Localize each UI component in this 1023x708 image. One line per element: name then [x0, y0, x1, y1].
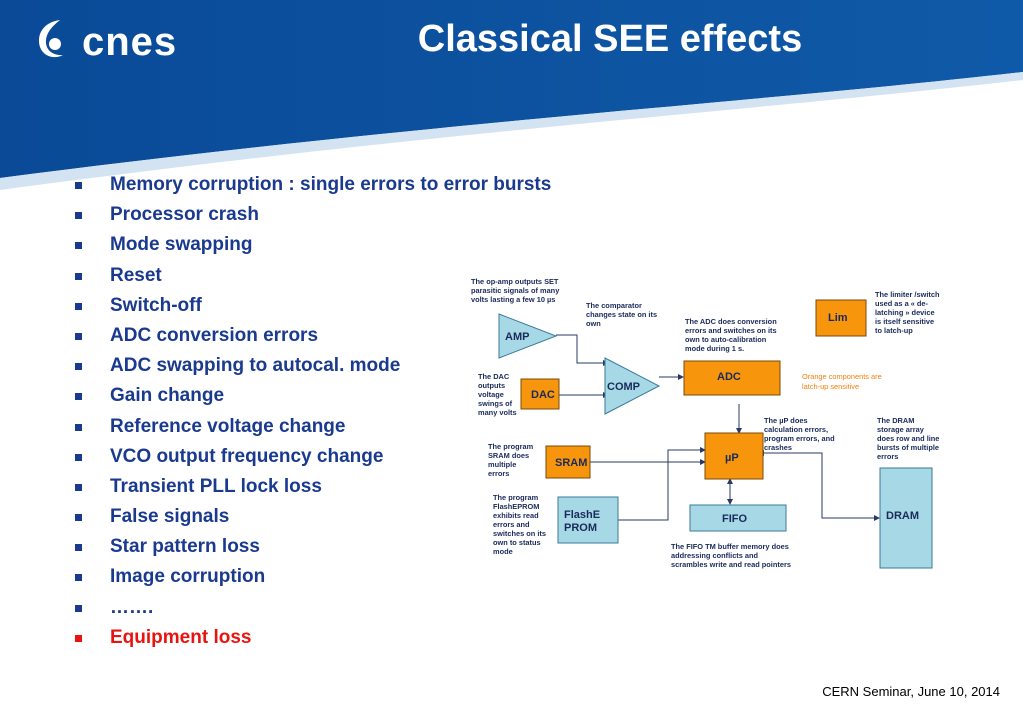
- flasheprom-label-line1: FlashE: [564, 509, 600, 521]
- flasheprom-label-line2: PROM: [564, 522, 597, 534]
- bullet-list: Memory corruption : single errors to err…: [70, 172, 551, 655]
- arrow-up-icon: [727, 478, 733, 484]
- bullet-item: Star pattern loss: [70, 534, 551, 564]
- sram-label: SRAM: [555, 457, 587, 469]
- dram-label: DRAM: [886, 510, 919, 522]
- bullet-text: False signals: [110, 506, 230, 528]
- lim-label: Lim: [828, 312, 848, 324]
- bullet-square-icon: [75, 332, 82, 340]
- bullet-item: VCO output frequency change: [70, 444, 551, 474]
- bullet-item: Gain change: [70, 383, 551, 413]
- note-comparator: The comparator changes state on its own: [586, 301, 659, 328]
- fifo-block: [689, 504, 787, 532]
- bullet-item: Reference voltage change: [70, 414, 551, 444]
- bullet-square-icon: [75, 574, 82, 582]
- bullet-square-icon: [75, 453, 82, 461]
- lim-block: [815, 299, 867, 337]
- bullet-square-icon: [75, 393, 82, 401]
- comp-label: COMP: [607, 381, 640, 393]
- bullet-item: Processor crash: [70, 202, 551, 232]
- bullet-text: ADC swapping to autocal. mode: [110, 355, 401, 377]
- header-background: [0, 0, 1023, 190]
- bullet-square-icon: [75, 212, 82, 220]
- bullet-text: Switch-off: [110, 294, 202, 316]
- bullet-text: Reference voltage change: [110, 415, 346, 437]
- adc-label: ADC: [717, 371, 741, 383]
- bullet-text: VCO output frequency change: [110, 445, 384, 467]
- bullet-text: ADC conversion errors: [110, 324, 319, 346]
- bullet-item: Reset: [70, 263, 551, 293]
- bullet-text: Reset: [110, 264, 162, 286]
- arrow-right-icon: [700, 459, 706, 465]
- sram-block: [545, 445, 591, 479]
- bullet-square-icon: [75, 634, 82, 642]
- microprocessor-block: [704, 432, 764, 480]
- dram-block: [879, 467, 933, 569]
- footer-text: CERN Seminar, June 10, 2014: [822, 684, 1000, 699]
- dac-label: DAC: [531, 389, 555, 401]
- bullet-text: Processor crash: [110, 204, 259, 226]
- note-limiter: The limiter /switch used as a « de- latc…: [875, 290, 942, 335]
- bullet-square-icon: [75, 514, 82, 522]
- flasheprom-block: [557, 496, 619, 544]
- bullet-square-icon: [75, 363, 82, 371]
- page-title: Classical SEE effects: [417, 18, 803, 60]
- bullet-square-icon: [75, 544, 82, 552]
- cnes-logo-icon: [38, 20, 63, 58]
- bullet-text: Gain change: [110, 385, 225, 407]
- see-block-diagram: AMP DAC COMP ADC Lim µP SRAM FlashE PROM…: [471, 277, 942, 569]
- logo-text: cnes: [82, 20, 178, 64]
- note-amp: The op-amp outputs SET parasitic signals…: [471, 277, 561, 304]
- bullet-item: Transient PLL lock loss: [70, 474, 551, 504]
- connector-flash-up: [618, 449, 704, 521]
- bullet-item: Image corruption: [70, 564, 551, 594]
- arrow-right-icon: [678, 374, 684, 380]
- fifo-label: FIFO: [722, 513, 747, 525]
- bullet-square-icon: [75, 423, 82, 431]
- note-fifo: The FIFO TM buffer memory does addressin…: [671, 542, 791, 569]
- note-dac: The DAC outputs voltage swings of many v…: [478, 372, 517, 417]
- bullet-square-icon: [75, 182, 82, 189]
- bullet-item: Mode swapping: [70, 232, 551, 262]
- adc-block: [683, 360, 781, 396]
- connector-amp-comp: [556, 334, 603, 364]
- note-orange-legend: Orange components are latch-up sensitive: [802, 372, 884, 391]
- bullet-text: Memory corruption : single errors to err…: [110, 174, 552, 195]
- bullet-square-icon: [75, 604, 82, 612]
- arrow-right-icon: [874, 515, 880, 521]
- note-flasheprom: The program FlashEPROM exhibits read err…: [493, 493, 548, 556]
- bullet-item: …….: [70, 595, 551, 625]
- bullet-square-icon: [75, 242, 82, 250]
- bullet-text: Transient PLL lock loss: [110, 475, 322, 497]
- bullet-square-icon: [75, 272, 82, 280]
- dac-block: [520, 378, 560, 410]
- bullet-item: ADC conversion errors: [70, 323, 551, 353]
- header-banner: cnes Classical SEE effects: [0, 0, 1023, 190]
- bullet-item: Switch-off: [70, 293, 551, 323]
- note-sram: The program SRAM does multiple errors: [488, 442, 535, 478]
- bullet-text: Star pattern loss: [110, 536, 260, 558]
- note-microprocessor: The µP does calculation errors, program …: [764, 416, 837, 452]
- bullet-square-icon: [75, 483, 82, 491]
- bullet-square-icon: [75, 302, 82, 310]
- arrow-right-icon: [700, 447, 706, 453]
- bullet-item: Memory corruption : single errors to err…: [70, 172, 551, 202]
- arrow-down-icon: [727, 499, 733, 505]
- note-dram: The DRAM storage array does row and line…: [877, 416, 941, 461]
- amp-label: AMP: [505, 331, 529, 343]
- bullet-item-alert: Equipment loss: [70, 625, 551, 655]
- bullet-item: False signals: [70, 504, 551, 534]
- bullet-text: Image corruption: [110, 566, 266, 588]
- bullet-text: …….: [110, 596, 154, 618]
- bullet-text: Mode swapping: [110, 234, 253, 256]
- bullet-item: ADC swapping to autocal. mode: [70, 353, 551, 383]
- note-adc: The ADC does conversion errors and switc…: [685, 317, 779, 353]
- microprocessor-label: µP: [725, 452, 739, 464]
- amp-block: [498, 313, 558, 359]
- comp-block: [604, 357, 661, 415]
- arrow-down-icon: [736, 428, 742, 434]
- bullet-text: Equipment loss: [110, 626, 252, 648]
- connector-up-dram: [764, 452, 878, 519]
